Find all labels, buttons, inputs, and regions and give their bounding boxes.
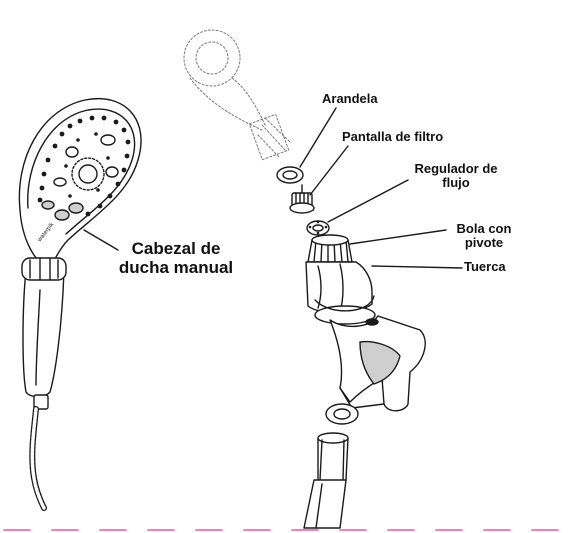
label-bola-line2: pivote	[464, 235, 504, 251]
label-cabezal-de-ducha-manual: Cabezal de ducha manual	[116, 239, 236, 277]
label-tuerca: Tuerca	[464, 259, 506, 274]
label-bola-line1: Bola con	[456, 221, 512, 236]
washer-top	[276, 166, 304, 184]
hand-shower-handle	[21, 257, 67, 410]
leader-bola	[349, 229, 447, 245]
leader-arandela	[299, 107, 337, 168]
hose-connector	[303, 432, 349, 529]
filter-screen	[289, 184, 315, 214]
label-cabezal-line2: ducha manual	[118, 257, 234, 277]
label-regulador-de-flujo: Regulador de flujo	[406, 161, 506, 191]
nut	[305, 261, 376, 325]
leader-regulador	[327, 179, 409, 223]
leader-tuerca	[371, 265, 463, 269]
leader-pantalla	[309, 145, 349, 196]
label-pantalla-de-filtro: Pantalla de filtro	[342, 129, 444, 144]
holder-bracket	[329, 315, 426, 412]
washer-bottom	[325, 403, 359, 425]
flexible-hose	[29, 406, 47, 511]
label-bola-con-pivote: Bola con pivote	[444, 221, 524, 251]
pivot-ball	[307, 234, 353, 263]
label-cabezal-line1: Cabezal de	[131, 239, 221, 258]
label-arandela: Arandela	[322, 91, 378, 106]
leader-cabezal	[83, 229, 119, 251]
flow-regulator	[306, 220, 330, 236]
label-regulador-line2: flujo	[442, 175, 470, 191]
label-regulador-line1: Regulador de	[414, 161, 498, 176]
shower-arm-ghost	[183, 29, 291, 161]
